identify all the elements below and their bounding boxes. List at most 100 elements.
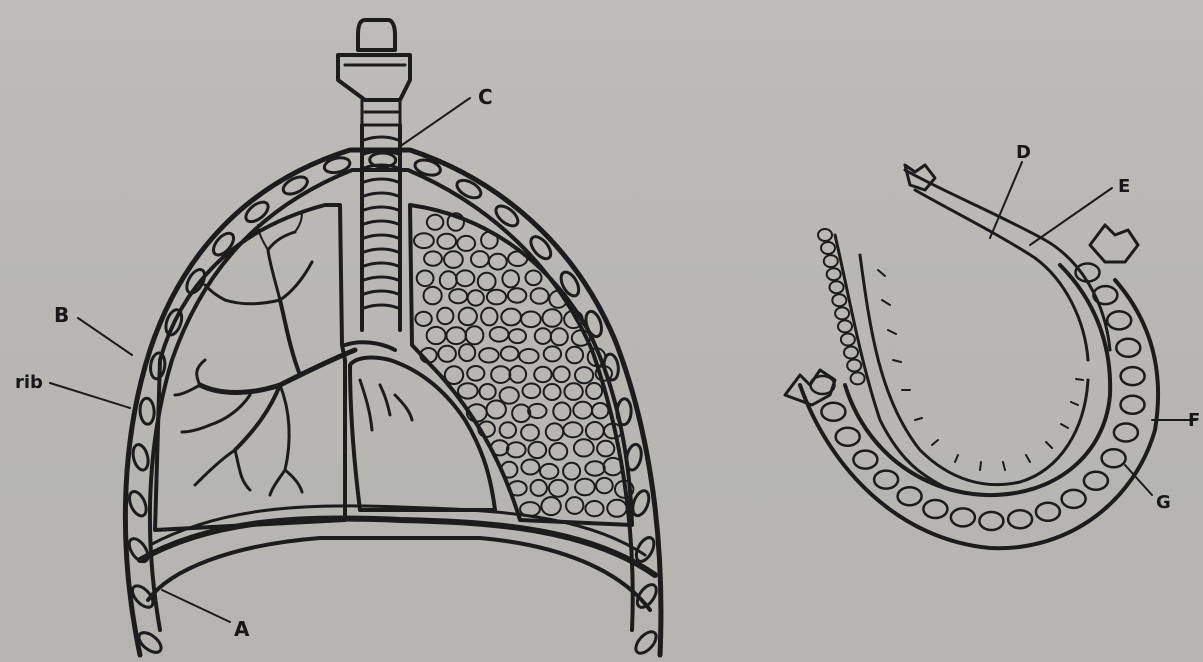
leader-C <box>402 98 470 145</box>
capillary-cell <box>1121 396 1145 414</box>
alveolus-cell <box>535 328 551 344</box>
tracheal-ring <box>364 249 398 252</box>
capillary-cell <box>923 500 947 518</box>
capillary-cell <box>838 320 852 332</box>
alveolus-cell <box>500 422 516 438</box>
alveolus-cell <box>604 458 623 475</box>
alveolus-cell <box>500 387 519 403</box>
alveolus-cell <box>458 383 478 398</box>
diaphragm-lower <box>148 538 650 610</box>
alveolar-texture <box>414 213 633 517</box>
alveolus-cell <box>549 443 567 460</box>
capillary-cell <box>853 451 877 469</box>
capillary-cell <box>1036 503 1060 521</box>
alveolus-cell <box>501 309 521 326</box>
capillary-cell <box>874 471 898 489</box>
alveolus-cell <box>586 422 604 439</box>
alveolus-cell <box>531 288 549 304</box>
capillary-cell <box>1114 424 1138 442</box>
alveolus-cell <box>566 347 583 364</box>
alveolus-cell <box>490 327 509 342</box>
alveolus-cell <box>437 234 456 249</box>
alveolus-cell <box>592 403 608 418</box>
leader-A <box>162 590 230 622</box>
alveolus-cell <box>480 384 496 399</box>
tracheal-ring <box>364 263 398 266</box>
alveolus-cell <box>491 366 510 383</box>
label-F: F <box>1188 410 1200 431</box>
alveolus-cell <box>573 402 592 419</box>
alveolus-cell <box>575 479 595 496</box>
alveolus-cell <box>597 441 614 457</box>
label-B: B <box>54 303 69 327</box>
alveolus-cell <box>501 347 519 361</box>
alveolus-cell <box>526 271 542 286</box>
tracheal-ring <box>364 291 398 294</box>
alveolus-cell <box>586 383 602 399</box>
thorax-figure: C B rib A <box>15 20 661 657</box>
alveolus-cell <box>415 312 431 326</box>
label-rib: rib <box>15 372 43 393</box>
alveolus-cell <box>427 327 446 344</box>
epithelium-inner <box>915 190 1088 360</box>
inner-thoracic-wall <box>150 170 633 630</box>
alveolus-cell <box>549 480 568 497</box>
alveolus-cell <box>466 326 484 344</box>
capillary-cell <box>1121 367 1145 385</box>
alveolus-cell <box>553 403 570 421</box>
alveolus-cell <box>575 367 593 383</box>
alveolus-cell <box>546 423 563 440</box>
capillary-cell <box>847 360 861 372</box>
alveolus-right-end <box>1090 225 1138 262</box>
alveolus-cell <box>437 308 453 324</box>
tracheal-ring <box>364 137 398 140</box>
alveolus-fringe <box>878 270 1083 470</box>
capillary-cell <box>844 347 858 359</box>
tracheal-ring <box>364 207 398 210</box>
alveolus-cell <box>479 348 499 362</box>
capillary-cell <box>830 281 844 293</box>
capillary-cell <box>821 242 835 254</box>
alveolus-cell <box>566 497 583 514</box>
alveolus-cell <box>427 215 443 230</box>
capillary-cell <box>1084 472 1108 490</box>
capillary-cell <box>824 255 838 267</box>
alveolus-cell <box>607 500 626 517</box>
capillary-cell <box>1116 339 1140 357</box>
alveolus-cell <box>544 346 561 361</box>
rib-chain <box>126 153 661 657</box>
capillary-cell <box>1076 264 1100 282</box>
alveolus-cell <box>519 349 538 363</box>
rib <box>139 398 155 425</box>
alveolus-cell <box>478 273 496 290</box>
alveolus-cell <box>438 346 456 362</box>
alveolus-cell <box>551 328 568 345</box>
alveolus-cell <box>481 308 497 326</box>
alveolus-cell <box>459 344 475 361</box>
alveolus-cell <box>521 312 541 328</box>
leader-B <box>78 318 132 355</box>
alveolus-cell <box>521 460 539 475</box>
capillary-cell <box>898 487 922 505</box>
alveolus-cell <box>510 366 527 383</box>
alveolus-cell <box>541 497 560 515</box>
label-D: D <box>1016 142 1031 163</box>
capillary-cell <box>1008 510 1032 528</box>
alveolus-cell <box>543 309 562 327</box>
label-A: A <box>234 617 250 641</box>
alveolus-cell <box>417 271 434 287</box>
alveolus-cell <box>585 501 603 516</box>
alveolus-cell <box>467 366 484 381</box>
alveolus-cell <box>523 384 541 399</box>
alveolus-cell <box>440 271 457 289</box>
alveolus-cell <box>489 254 507 270</box>
alveolus-cell <box>424 287 442 304</box>
rib <box>131 443 151 472</box>
alveolus-cell <box>502 270 519 287</box>
tracheal-ring <box>364 235 398 238</box>
alveolus-cell <box>521 425 539 441</box>
capillary-cell <box>827 268 841 280</box>
capillary-cell <box>1102 449 1126 467</box>
alveolus-cell <box>585 461 604 475</box>
